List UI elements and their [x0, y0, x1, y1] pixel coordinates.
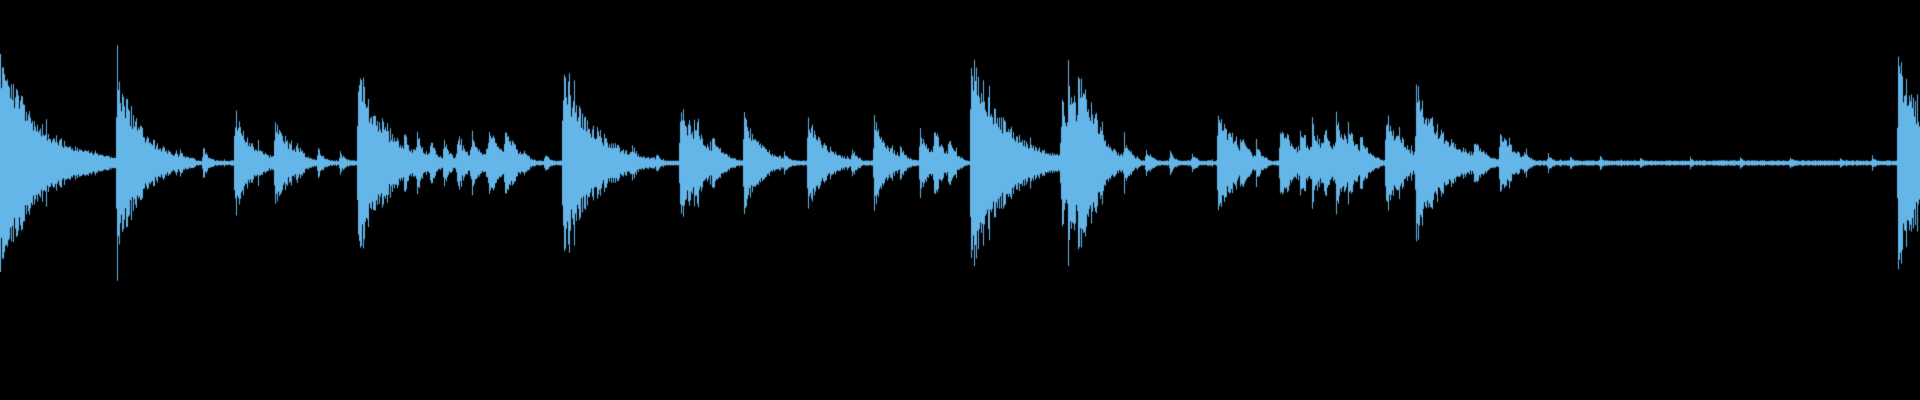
- waveform-canvas[interactable]: [0, 0, 1920, 400]
- audio-waveform-display[interactable]: [0, 0, 1920, 400]
